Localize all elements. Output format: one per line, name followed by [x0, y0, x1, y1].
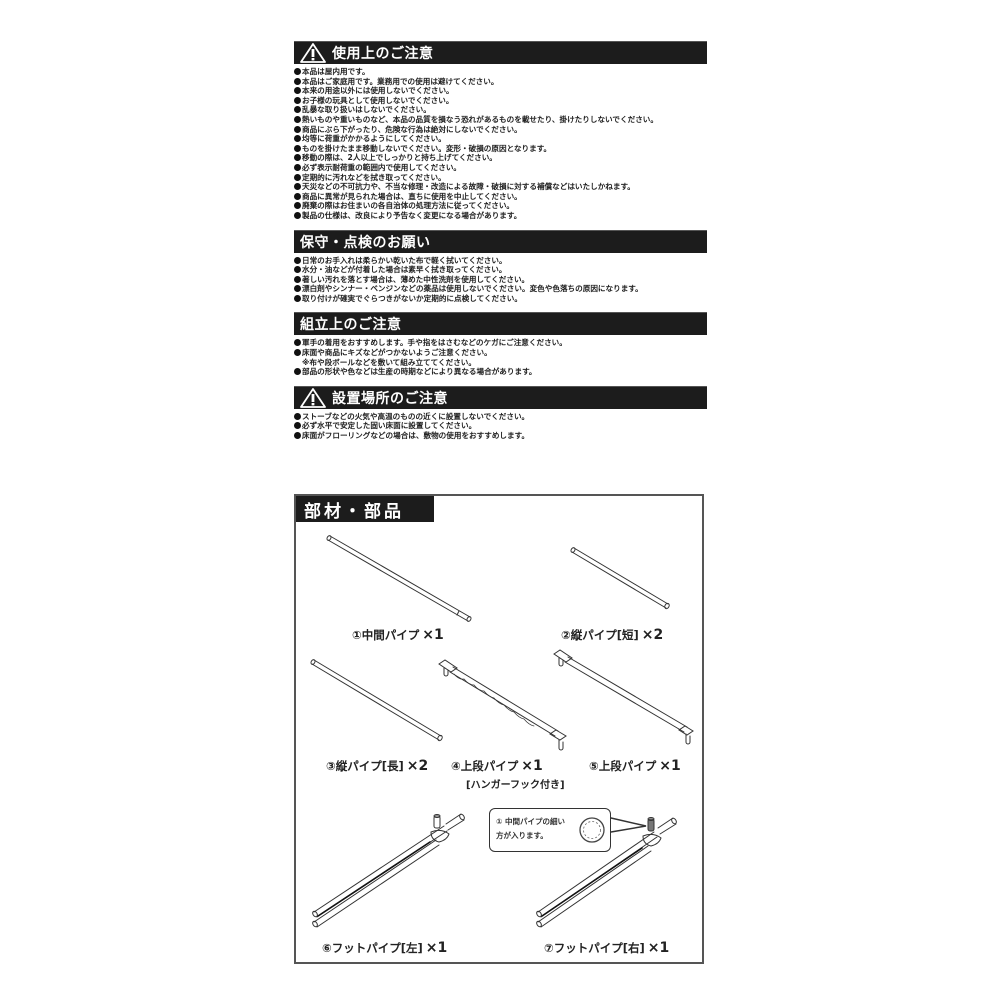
section-title: 設置場所のご注意: [332, 390, 448, 407]
list-item: 廃棄の際はお住まいの各自治体の処理方法に従ってください。: [294, 201, 707, 211]
list-item: 必ず表示耐荷重の範囲内で使用してください。: [294, 163, 707, 173]
list-item: 定期的に汚れなどを拭き取ってください。: [294, 173, 707, 183]
section-header-maintenance: 保守・点検のお願い: [294, 229, 707, 253]
list-item: ストーブなどの火気や高温のものの近くに設置しないでください。: [294, 412, 707, 422]
long-vertical-pipe-drawing: [310, 659, 443, 742]
warning-icon: [300, 43, 326, 63]
list-item: 商品にぶら下がったり、危険な行為は絶対にしないでください。: [294, 125, 707, 135]
section-title: 使用上のご注意: [332, 46, 434, 62]
parts-illustrations: [310, 535, 694, 928]
list-item: 均等に荷重がかかるようにしてください。: [294, 134, 707, 144]
list-item: 移動の際は、2人以上でしっかりと持ち上げてください。: [294, 153, 707, 163]
section-header-usage: 使用上のご注意: [294, 41, 707, 64]
parts-title: 部材・部品: [296, 496, 434, 522]
part-label-1: ①中間パイプ×1: [352, 627, 444, 643]
maintenance-list: 日常のお手入れは柔らかい乾いた布で軽く拭いてください。 水分・油などが付着した場…: [294, 256, 707, 304]
warning-icon: [300, 388, 326, 408]
list-item: 漂白剤やシンナー・ベンジンなどの薬品は使用しないでください。変色や色落ちの原因に…: [294, 284, 707, 294]
foot-pipe-left-drawing: [312, 813, 465, 928]
list-item: 本品はご家庭用です。業務用での使用は避けてください。: [294, 77, 707, 87]
list-item: 床面や商品にキズなどがつかないようご注意ください。: [294, 348, 707, 358]
pipe-end-icon: [579, 817, 605, 843]
usage-caution-list: 本品は屋内用です。 本品はご家庭用です。業務用での使用は避けてください。 本来の…: [294, 67, 707, 221]
list-item: 熱いものや重いものなど、本品の品質を損なう恐れがあるものを載せたり、掛けたりしな…: [294, 115, 707, 125]
list-item: お子様の玩具として使用しないでください。: [294, 96, 707, 106]
middle-pipe-drawing: [326, 535, 472, 622]
part-label-4: ④上段パイプ×1: [451, 758, 543, 774]
section-header-assembly: 組立上のご注意: [294, 312, 707, 336]
list-item: 取り付けが確実でぐらつきがないか定期的に点検してください。: [294, 294, 707, 304]
list-item: 軍手の着用をおすすめします。手や指をはさむなどのケガにご注意ください。: [294, 338, 707, 348]
part-label-5: ⑤上段パイプ×1: [589, 758, 681, 774]
assembly-caution-list: 軍手の着用をおすすめします。手や指をはさむなどのケガにご注意ください。 床面や商…: [294, 338, 707, 376]
foot-pipe-right-drawing: [536, 817, 677, 928]
list-item: 部品の形状や色などは生産の時期などにより異なる場合があります。: [294, 367, 707, 377]
parts-box: 部材・部品: [294, 494, 704, 964]
list-item: 水分・油などが付着した場合は素早く拭き取ってください。: [294, 265, 707, 275]
section-title: 組立上のご注意: [300, 317, 402, 334]
upper-pipe-with-hooks-drawing: [438, 659, 567, 751]
list-item: 製品の仕様は、改良により予告なく変更になる場合があります。: [294, 211, 707, 221]
part-label-4-note: [ハンガーフック付き]: [466, 780, 565, 791]
section-header-installation: 設置場所のご注意: [294, 385, 707, 409]
list-item: 商品に異常が見られた場合は、直ちに使用を中止してください。: [294, 192, 707, 202]
list-item: 必ず水平で安定した固い床面に設置してください。: [294, 421, 707, 431]
section-title: 保守・点検のお願い: [300, 234, 431, 251]
callout-pointer: [610, 817, 647, 833]
list-item: 著しい汚れを落とす場合は、薄めた中性洗剤を使用してください。: [294, 275, 707, 285]
callout-note: ① 中間パイプの細い 方が入ります。: [489, 808, 611, 852]
list-item: 乱暴な取り扱いはしないでください。: [294, 105, 707, 115]
list-item: 本品は屋内用です。: [294, 67, 707, 77]
list-item: 日常のお手入れは柔らかい乾いた布で軽く拭いてください。: [294, 256, 707, 266]
list-subitem: ※布や段ボールなどを敷いて組み立ててください。: [302, 357, 476, 367]
callout-line-2: 方が入ります。: [496, 831, 548, 840]
list-item: 天災などの不可抗力や、不当な修理・改造による故障・破損に対する補償などはいたしか…: [294, 182, 707, 192]
list-item: ものを掛けたまま移動しないでください。変形・破損の原因となります。: [294, 144, 707, 154]
short-vertical-pipe-drawing: [570, 547, 670, 610]
installation-caution-list: ストーブなどの火気や高温のものの近くに設置しないでください。 必ず水平で安定した…: [294, 412, 707, 441]
callout-line-1: ① 中間パイプの細い: [496, 817, 565, 826]
list-item: 本来の用途以外には使用しないでください。: [294, 86, 707, 96]
list-item: 床面がフローリングなどの場合は、敷物の使用をおすすめします。: [294, 431, 707, 441]
part-label-3: ③縦パイプ[長]×2: [326, 758, 429, 774]
part-label-7: ⑦フットパイプ[右]×1: [544, 940, 670, 956]
part-label-2: ②縦パイプ[短]×2: [561, 627, 664, 643]
upper-pipe-drawing: [553, 649, 694, 745]
caution-sheet: 使用上のご注意 本品は屋内用です。 本品はご家庭用です。業務用での使用は避けてく…: [294, 41, 707, 441]
part-label-6: ⑥フットパイプ[左]×1: [322, 940, 448, 956]
